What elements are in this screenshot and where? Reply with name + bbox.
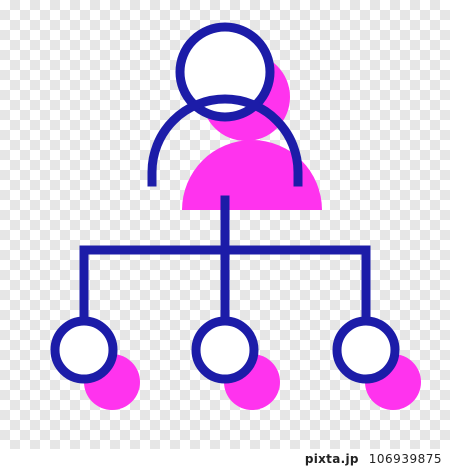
node-left-outline — [50, 316, 118, 384]
accent-body — [182, 140, 322, 210]
person-head-outline — [175, 22, 275, 122]
node-middle-outline — [191, 316, 259, 384]
outline-layer — [50, 22, 400, 384]
watermark-image-id: 106939875 — [368, 452, 442, 466]
person-body-outline — [147, 94, 303, 187]
node-right-outline — [332, 316, 400, 384]
watermark-footer: pixta.jp 106939875 — [0, 449, 450, 469]
watermark-brand: pixta.jp — [304, 452, 359, 466]
